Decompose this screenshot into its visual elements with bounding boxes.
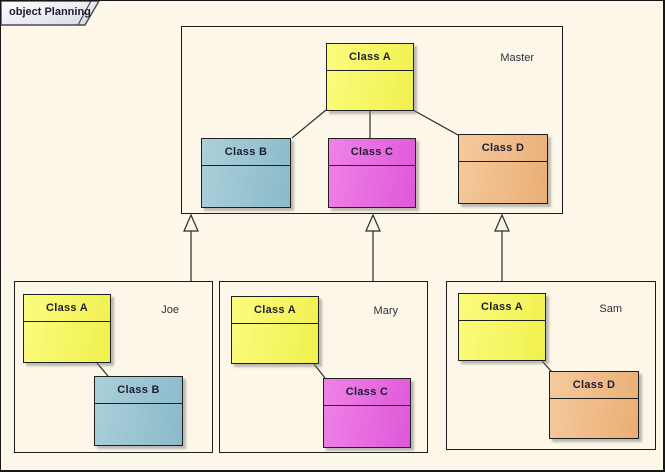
class-body	[232, 324, 318, 363]
class-body	[202, 166, 290, 207]
class-body	[327, 71, 413, 110]
connector-joe-classA-classB[interactable]	[96, 362, 109, 377]
class-name: Class B	[202, 139, 290, 166]
frame-mary-label: Mary	[373, 305, 398, 317]
class-box-mary-class-c[interactable]: Class C	[323, 378, 411, 448]
connector-sam-classA-classD[interactable]	[541, 360, 553, 373]
generalization-arrow-mary-master[interactable]	[365, 213, 381, 281]
class-body	[459, 162, 547, 203]
frame-joe-label: Joe	[161, 304, 179, 316]
class-name: Class D	[459, 135, 547, 162]
generalization-arrow-joe-master[interactable]	[183, 213, 199, 281]
generalization-arrow-sam-master[interactable]	[494, 213, 510, 281]
class-name: Class A	[459, 294, 545, 321]
class-name: Class A	[327, 44, 413, 71]
frame-master[interactable]: Master	[181, 26, 563, 214]
connector-mary-classA-classC[interactable]	[313, 363, 326, 379]
class-name: Class B	[95, 377, 182, 404]
class-box-master-class-c[interactable]: Class C	[328, 138, 416, 208]
class-body	[324, 406, 410, 447]
class-box-master-class-d[interactable]: Class D	[458, 134, 548, 204]
frame-sam-label: Sam	[599, 303, 622, 315]
diagram-tab-title: object Planning	[9, 6, 91, 18]
class-body	[24, 322, 110, 362]
diagram-tab-shape	[1, 1, 100, 26]
connector-master-classA-classD[interactable]	[412, 109, 459, 136]
class-body	[95, 404, 182, 445]
frame-mary[interactable]: Mary	[219, 281, 428, 453]
class-name: Class A	[232, 297, 318, 324]
class-name: Class C	[329, 139, 415, 166]
class-box-mary-class-a[interactable]: Class A	[231, 296, 319, 364]
frame-joe[interactable]: Joe	[14, 281, 213, 453]
frame-sam[interactable]: Sam	[446, 281, 656, 450]
frame-master-label: Master	[500, 52, 534, 64]
class-box-master-class-b[interactable]: Class B	[201, 138, 291, 208]
class-body	[329, 166, 415, 207]
class-body	[550, 399, 638, 438]
class-name: Class D	[550, 372, 638, 399]
class-name: Class C	[324, 379, 410, 406]
connector-master-classA-classB[interactable]	[291, 109, 327, 139]
class-box-joe-class-b[interactable]: Class B	[94, 376, 183, 446]
class-box-sam-class-a[interactable]: Class A	[458, 293, 546, 361]
class-box-sam-class-d[interactable]: Class D	[549, 371, 639, 439]
class-box-master-class-a[interactable]: Class A	[326, 43, 414, 111]
class-body	[459, 321, 545, 360]
class-name: Class A	[24, 295, 110, 322]
class-box-joe-class-a[interactable]: Class A	[23, 294, 111, 363]
